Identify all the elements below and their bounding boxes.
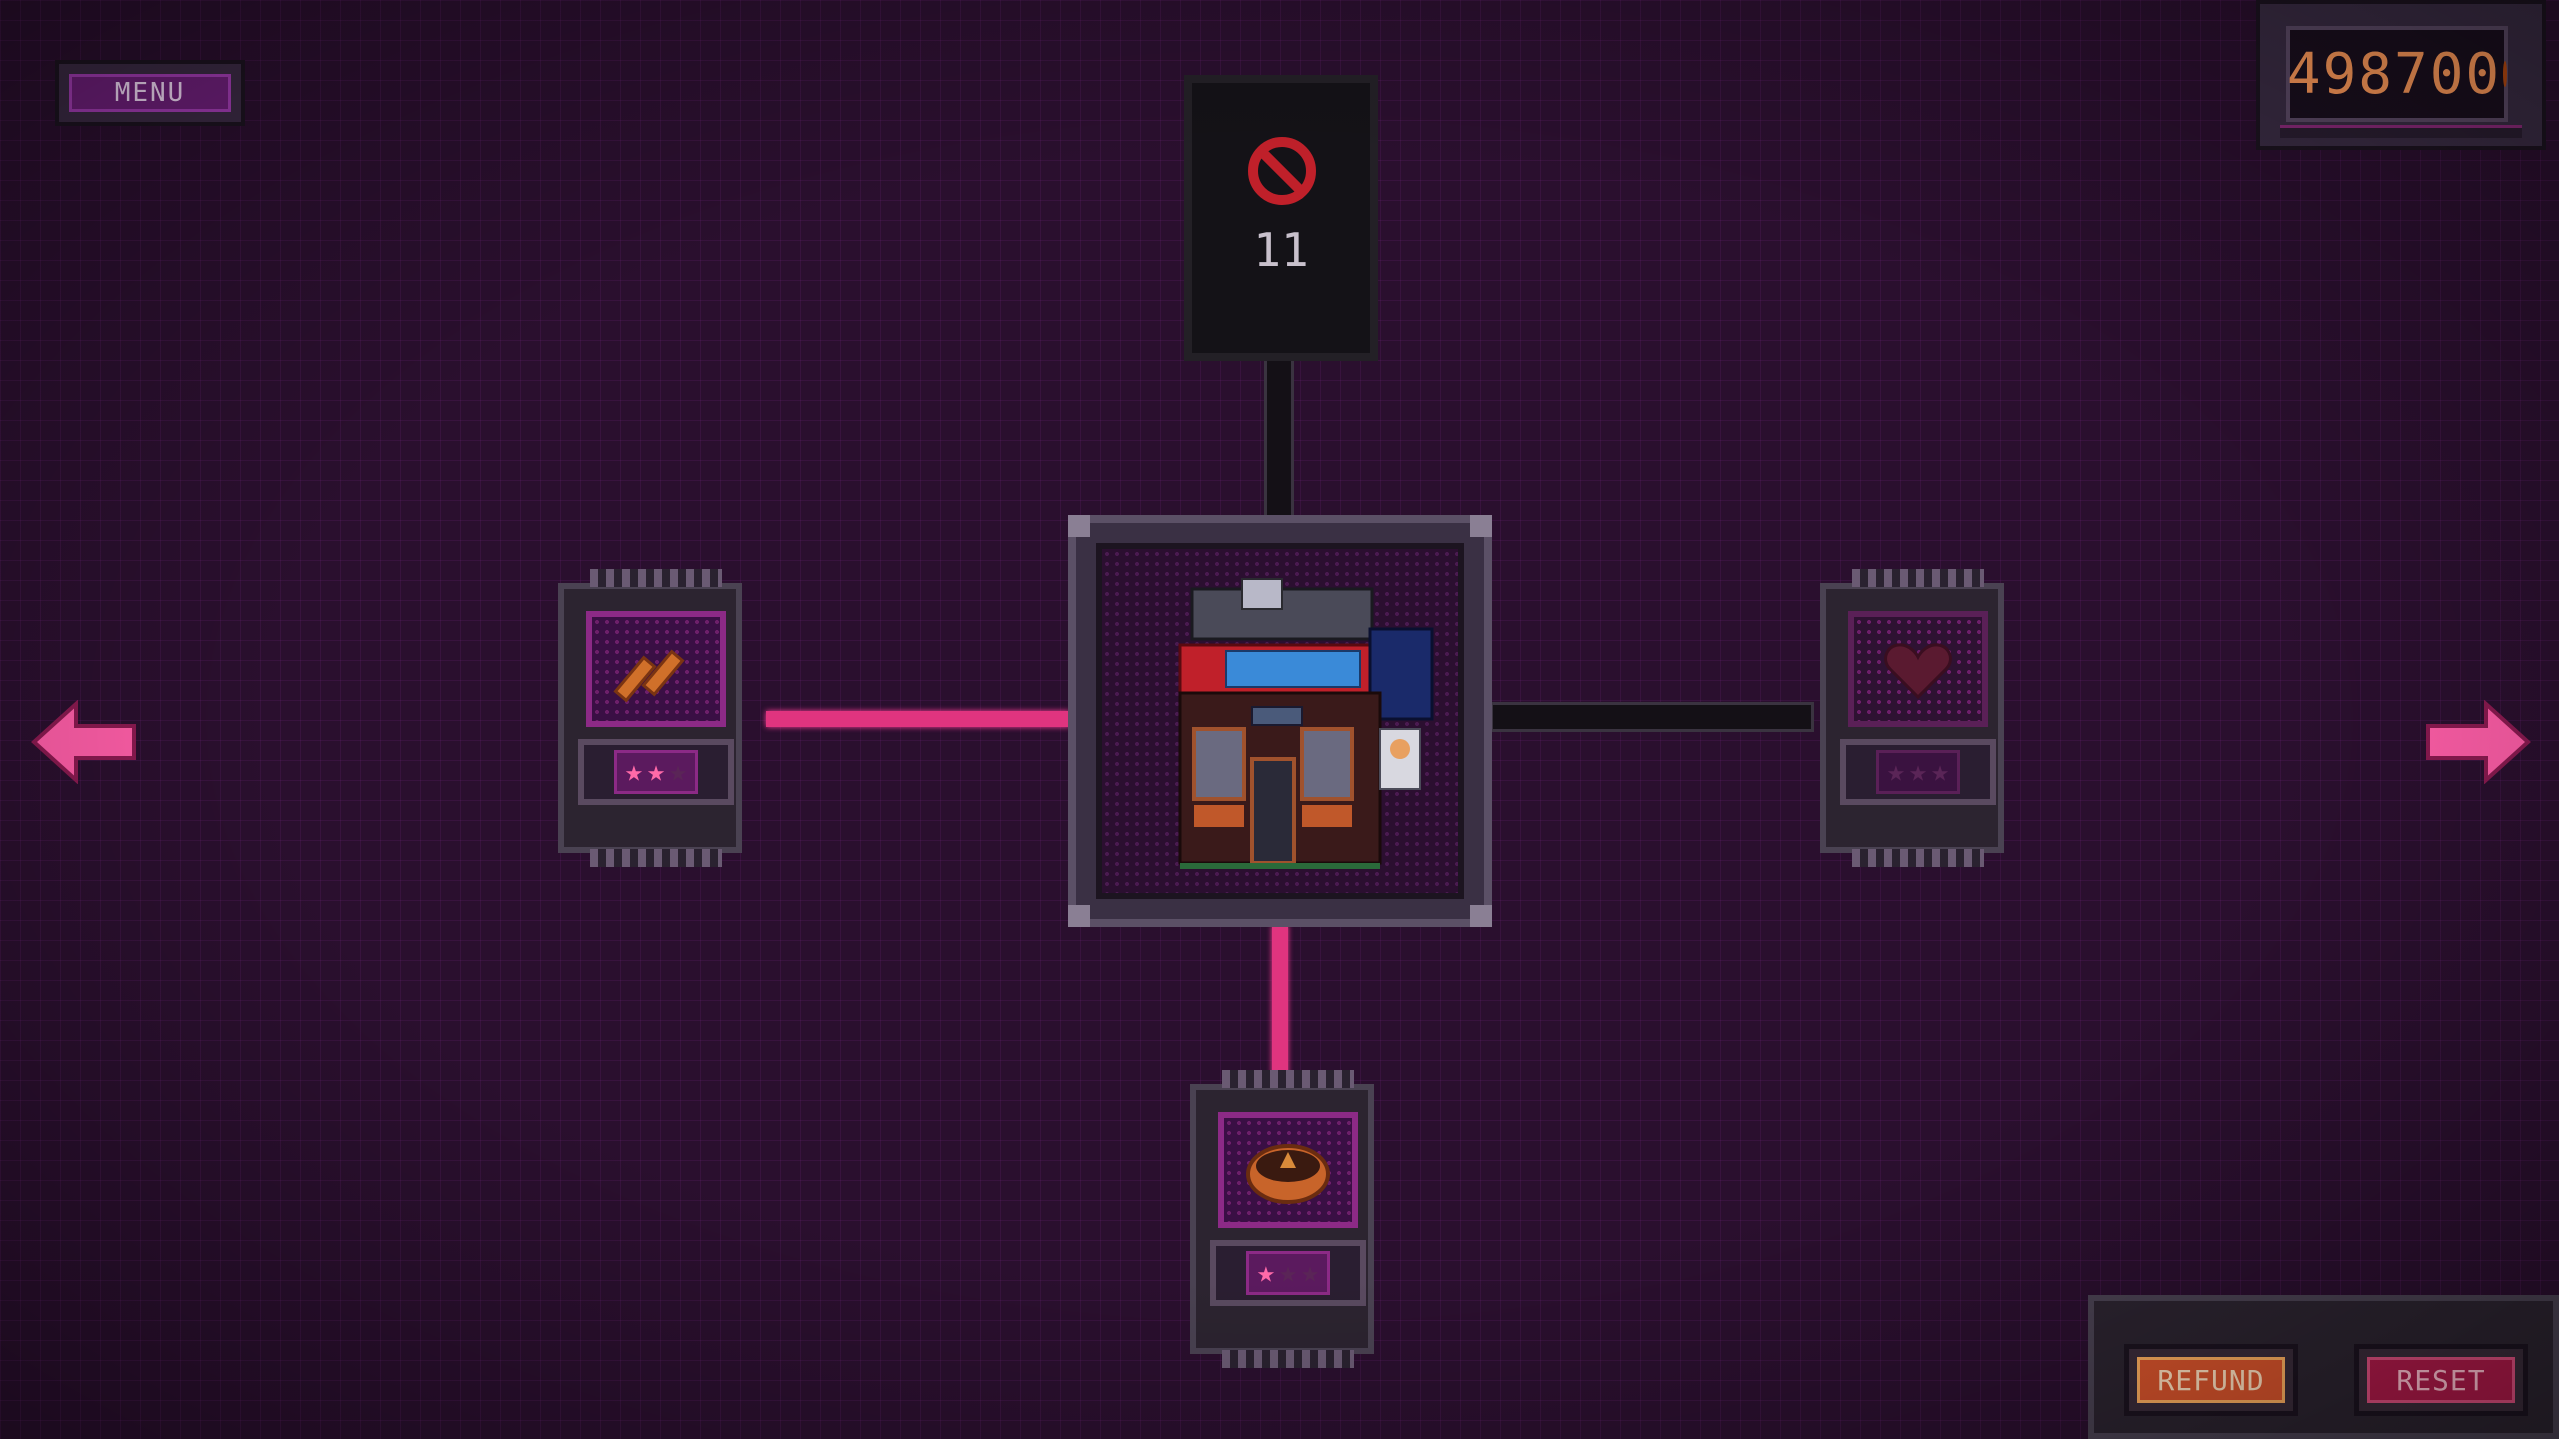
frame-corner <box>1470 515 1492 537</box>
arrow-right-icon[interactable] <box>2424 700 2532 784</box>
refund-button[interactable]: REFUND <box>2124 1344 2298 1416</box>
upgrade-node-right[interactable]: ★ ★ ★ <box>1820 569 2004 867</box>
pet-shop-building-icon <box>1178 578 1434 869</box>
node-teeth-bottom <box>590 849 722 867</box>
arrow-left-icon[interactable] <box>30 700 138 784</box>
currency-amount: 498700 <box>2286 41 2502 107</box>
shop-display <box>1096 543 1464 899</box>
star-icon: ★ <box>1908 754 1928 789</box>
currency-screen: 498700 <box>2286 26 2508 122</box>
locked-cost: 11 <box>1253 223 1309 277</box>
upgrade-slot-bottom <box>1218 1112 1358 1228</box>
star-rating-bottom: ★ ★ ★ <box>1210 1240 1366 1306</box>
coin-icon <box>2503 61 2508 87</box>
star-icon: ★ <box>1301 1255 1320 1290</box>
star-icon: ★ <box>1886 754 1905 789</box>
frame-corner <box>1068 905 1090 927</box>
star-icon: ★ <box>669 754 688 789</box>
star-icon: ★ <box>1278 1255 1298 1290</box>
star-icon: ★ <box>624 754 643 789</box>
reset-button[interactable]: RESET <box>2354 1344 2528 1416</box>
node-teeth-bottom <box>1852 849 1984 867</box>
currency-strip <box>2280 125 2522 138</box>
heart-icon <box>1884 643 1952 700</box>
upgrade-slot-left <box>586 611 726 727</box>
star-icon: ★ <box>1256 1255 1275 1290</box>
refund-button-label: REFUND <box>2137 1357 2285 1403</box>
star-rating-right: ★ ★ ★ <box>1840 739 1996 805</box>
locked-upgrade-node[interactable]: 11 <box>1184 75 1378 361</box>
wire-right-inactive <box>1490 702 1814 732</box>
node-teeth-top <box>1222 1070 1354 1088</box>
no-entry-icon <box>1248 137 1316 205</box>
wire-top-locked <box>1264 358 1294 520</box>
menu-button[interactable]: MENU <box>55 60 245 126</box>
node-teeth-top <box>1852 569 1984 587</box>
node-teeth-top <box>590 569 722 587</box>
star-icon: ★ <box>1931 754 1950 789</box>
currency-display: 498700 <box>2256 0 2546 150</box>
upgrade-slot-right <box>1848 611 1988 727</box>
upgrade-node-bottom[interactable]: ★ ★ ★ <box>1190 1070 1374 1368</box>
wire-bottom-active <box>1272 925 1288 1085</box>
wire-left-active <box>766 711 1070 727</box>
bones-icon <box>613 649 685 703</box>
upgrade-node-left[interactable]: ★ ★ ★ <box>558 569 742 867</box>
star-icon: ★ <box>646 754 666 789</box>
star-rating-left: ★ ★ ★ <box>578 739 734 805</box>
frame-corner <box>1470 905 1492 927</box>
frame-corner <box>1068 515 1090 537</box>
food-bowl-icon <box>1246 1144 1330 1204</box>
center-shop-node[interactable] <box>1068 515 1492 927</box>
reset-button-label: RESET <box>2367 1357 2515 1403</box>
node-teeth-bottom <box>1222 1350 1354 1368</box>
menu-button-label: MENU <box>69 74 231 112</box>
